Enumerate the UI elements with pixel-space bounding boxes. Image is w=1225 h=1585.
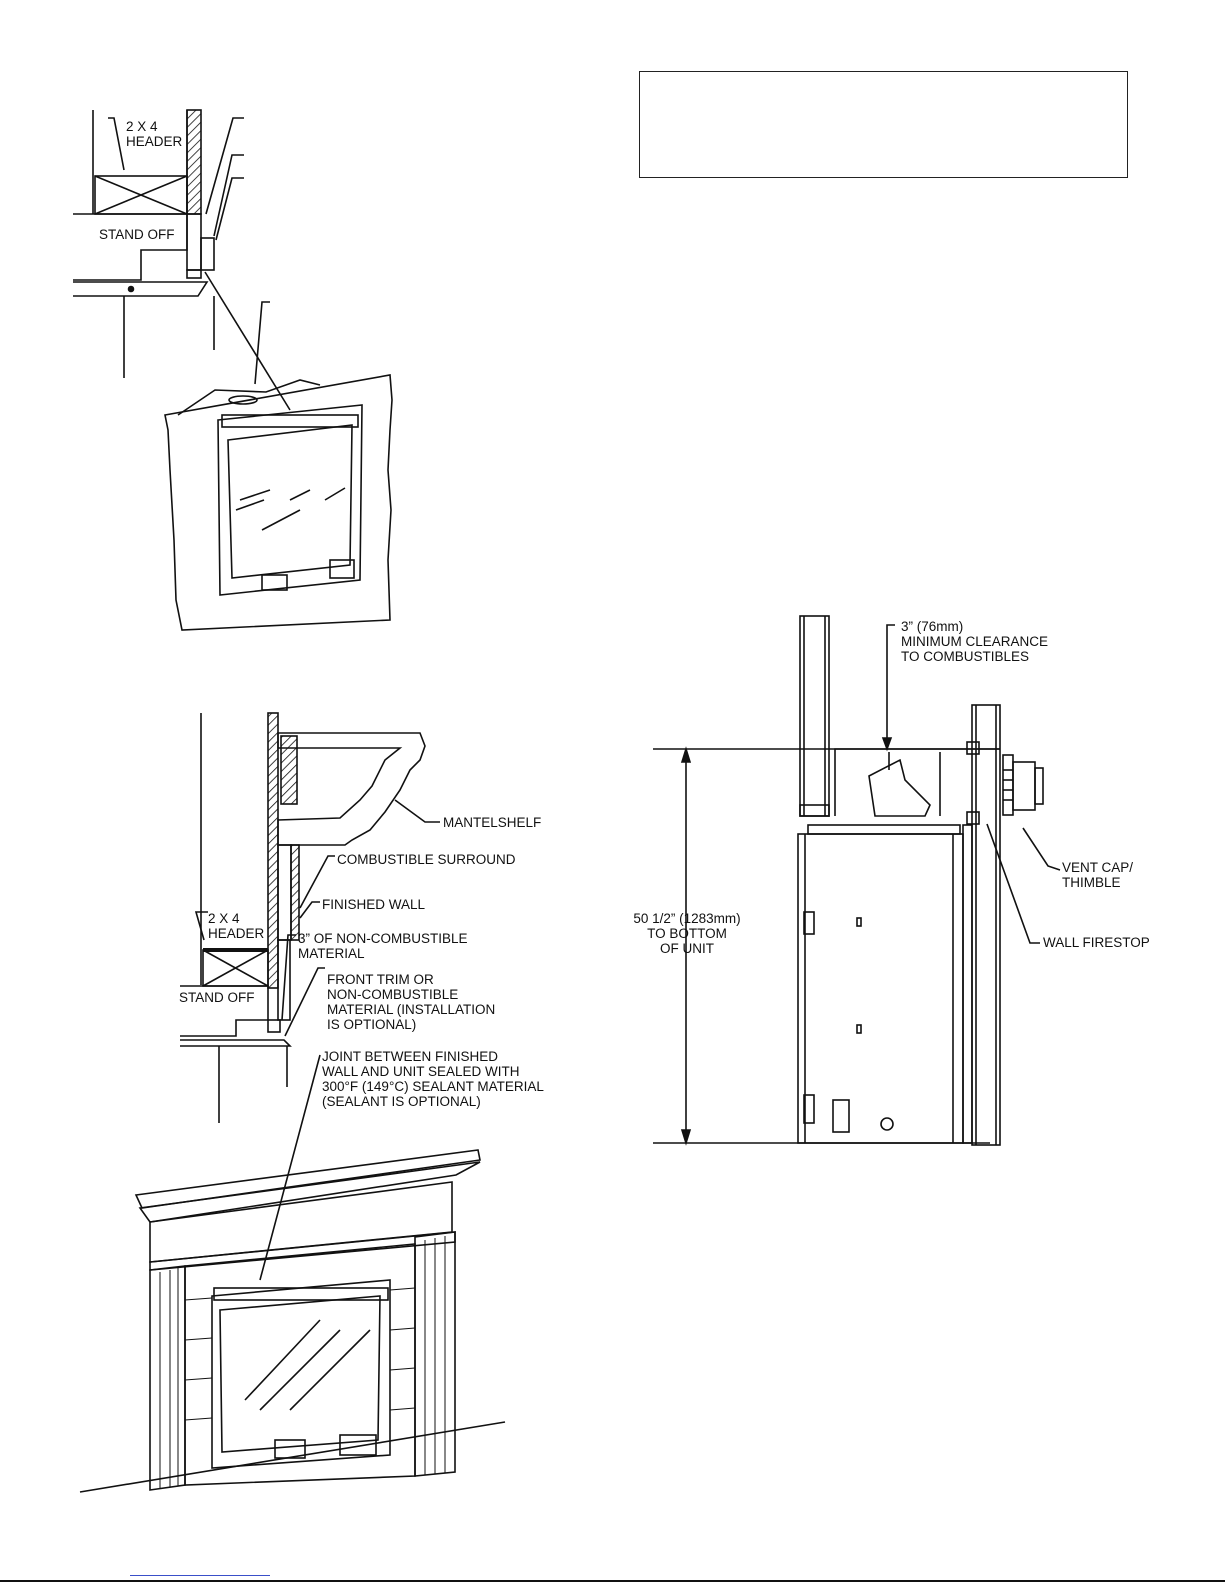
label-2x4-header-top: 2 X 4 HEADER [126,119,183,149]
label-wall-firestop: WALL FIRESTOP [1043,935,1150,950]
label-2x4-header-bottom: 2 X 4 HEADER [208,911,265,941]
label-height-dimension: 50 1/2” (1283mm) TO BOTTOM OF UNIT [633,911,741,956]
footer-rule [0,1580,1225,1582]
label-joint-sealed: JOINT BETWEEN FINISHED WALL AND UNIT SEA… [322,1049,544,1109]
label-vent-cap: VENT CAP/ THIMBLE [1062,860,1134,890]
label-front-trim: FRONT TRIM OR NON-COMBUSTIBLE MATERIAL (… [327,972,496,1032]
label-mantelshelf: MANTELSHELF [443,815,542,830]
label-finished-wall: FINISHED WALL [322,897,426,912]
notice-box [639,71,1128,178]
label-stand-off-bottom: STAND OFF [179,990,255,1005]
page-link-underline[interactable] [130,1575,270,1576]
label-combustible-surround: COMBUSTIBLE SURROUND [337,852,516,867]
label-minimum-clearance: 3” (76mm) MINIMUM CLEARANCE TO COMBUSTIB… [901,619,1049,664]
label-stand-off-top: STAND OFF [99,227,175,242]
label-noncombustible-material: 3” OF NON-COMBUSTIBLE MATERIAL [298,931,468,961]
